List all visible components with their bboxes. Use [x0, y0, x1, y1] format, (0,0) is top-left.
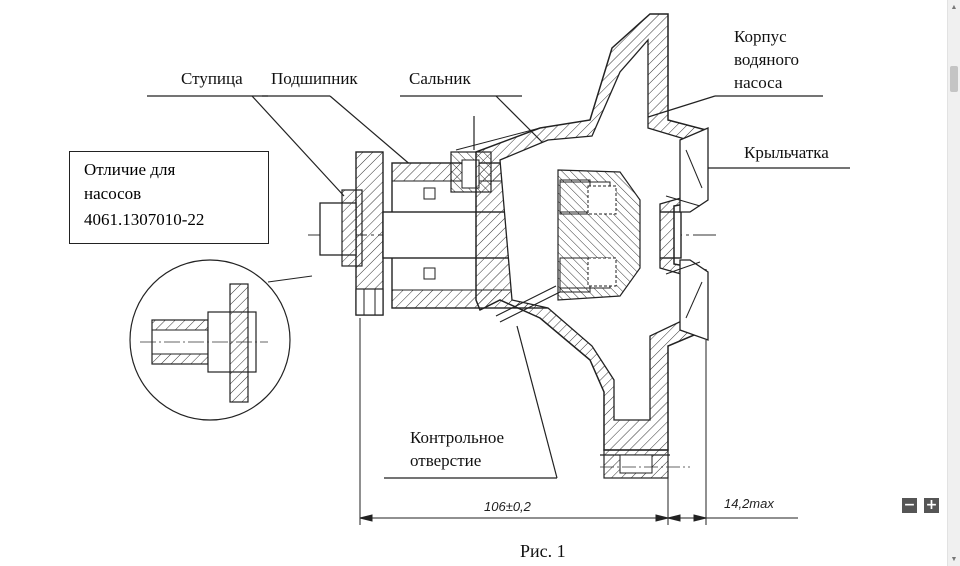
control-hole-label-line1: Контрольное [410, 428, 505, 447]
seal [559, 179, 617, 293]
bearing-label: Подшипник [271, 69, 358, 88]
housing-label-line2: водяного [734, 50, 800, 69]
zoom-in-button[interactable]: + [924, 497, 939, 513]
housing-label-line3: насоса [734, 73, 783, 92]
dimension-main: 106±0,2 [484, 499, 531, 514]
dimension-max: 14,2max [724, 496, 774, 511]
scroll-down-arrow-icon[interactable]: ▼ [950, 555, 958, 563]
impeller-label: Крыльчатка [744, 143, 829, 162]
scroll-thumb[interactable] [950, 66, 958, 92]
scroll-up-arrow-icon[interactable]: ▲ [950, 3, 958, 11]
note-line3: 4061.1307010-22 [84, 210, 205, 229]
figure-caption: Рис. 1 [520, 541, 566, 561]
note-line1: Отличие для [84, 160, 176, 179]
vertical-scrollbar[interactable]: ▲ ▼ [947, 0, 960, 566]
dimension-lines [359, 318, 798, 525]
hub-flange [319, 151, 384, 316]
detail-callout [129, 259, 313, 421]
note-box: Отличие для насосов 4061.1307010-22 [69, 151, 269, 244]
zoom-out-button[interactable]: − [902, 497, 917, 513]
housing-label-line1: Корпус [734, 27, 787, 46]
pump-housing [455, 13, 707, 479]
control-hole-label-line2: отверстие [410, 451, 482, 470]
seal-label: Сальник [409, 69, 471, 88]
hub-label: Ступица [181, 69, 243, 88]
note-line2: насосов [84, 184, 142, 203]
impeller [665, 127, 709, 341]
